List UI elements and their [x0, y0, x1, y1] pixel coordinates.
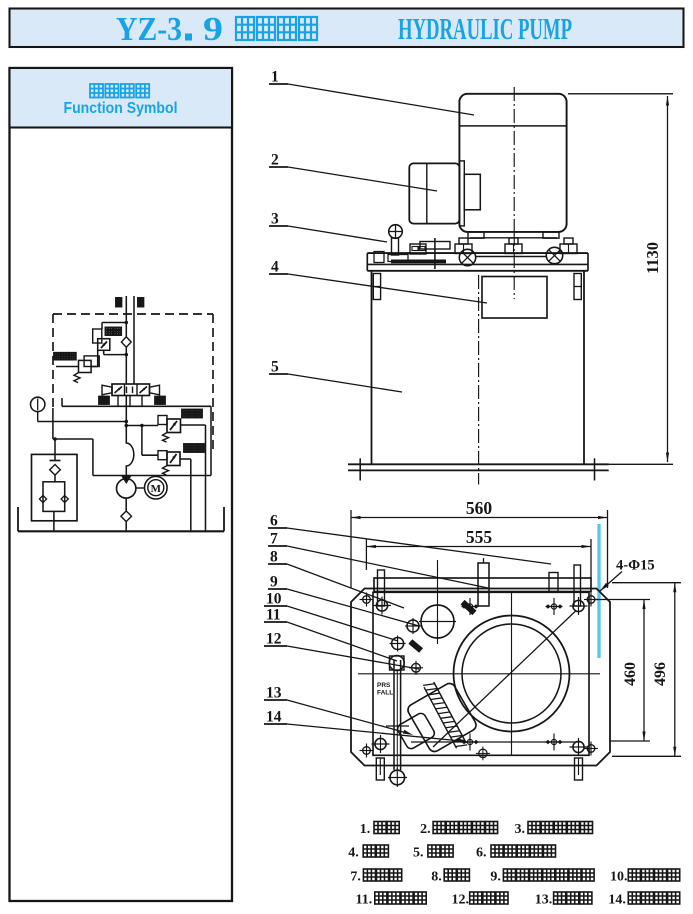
svg-text:12.: 12. — [452, 893, 470, 908]
svg-text:1: 1 — [271, 69, 279, 86]
svg-text:11.: 11. — [356, 893, 373, 908]
svg-text:7.: 7. — [350, 870, 361, 885]
svg-text:10: 10 — [266, 591, 282, 608]
svg-text:FALL: FALL — [377, 690, 393, 697]
svg-text:6.: 6. — [476, 846, 487, 861]
svg-text:13.: 13. — [535, 893, 553, 908]
svg-text:14.: 14. — [608, 893, 626, 908]
svg-text:496: 496 — [652, 662, 669, 686]
svg-text:555: 555 — [466, 527, 493, 547]
svg-text:11: 11 — [266, 607, 281, 624]
svg-text:6: 6 — [270, 513, 278, 530]
svg-text:2.: 2. — [420, 822, 431, 837]
svg-text:Function Symbol: Function Symbol — [64, 100, 178, 117]
svg-text:8: 8 — [270, 549, 278, 566]
svg-text:8.: 8. — [431, 870, 442, 885]
svg-text:560: 560 — [466, 498, 493, 518]
svg-text:YZ-3: YZ-3 — [116, 11, 182, 48]
svg-text:4.: 4. — [348, 846, 359, 861]
svg-text:3: 3 — [271, 211, 279, 228]
svg-text:PRS: PRS — [377, 682, 391, 689]
svg-text:9: 9 — [203, 11, 223, 48]
svg-text:460: 460 — [622, 662, 639, 686]
svg-text:7: 7 — [270, 531, 278, 548]
svg-text:1130: 1130 — [643, 242, 662, 274]
svg-text:5: 5 — [271, 359, 279, 376]
svg-text:4-Φ15: 4-Φ15 — [616, 558, 655, 574]
svg-text:12: 12 — [266, 631, 282, 648]
svg-text:10.: 10. — [610, 870, 628, 885]
svg-text:9.: 9. — [490, 870, 501, 885]
svg-text:HYDRAULIC PUMP: HYDRAULIC PUMP — [398, 11, 572, 46]
svg-text:14: 14 — [266, 709, 282, 726]
svg-text:2: 2 — [271, 152, 279, 169]
svg-text:4: 4 — [271, 259, 279, 276]
svg-text:5.: 5. — [413, 846, 424, 861]
svg-text:3.: 3. — [515, 822, 526, 837]
svg-text:M: M — [151, 483, 162, 495]
svg-text:1.: 1. — [360, 822, 371, 837]
svg-text:13: 13 — [266, 685, 282, 702]
svg-text:9: 9 — [270, 574, 278, 591]
